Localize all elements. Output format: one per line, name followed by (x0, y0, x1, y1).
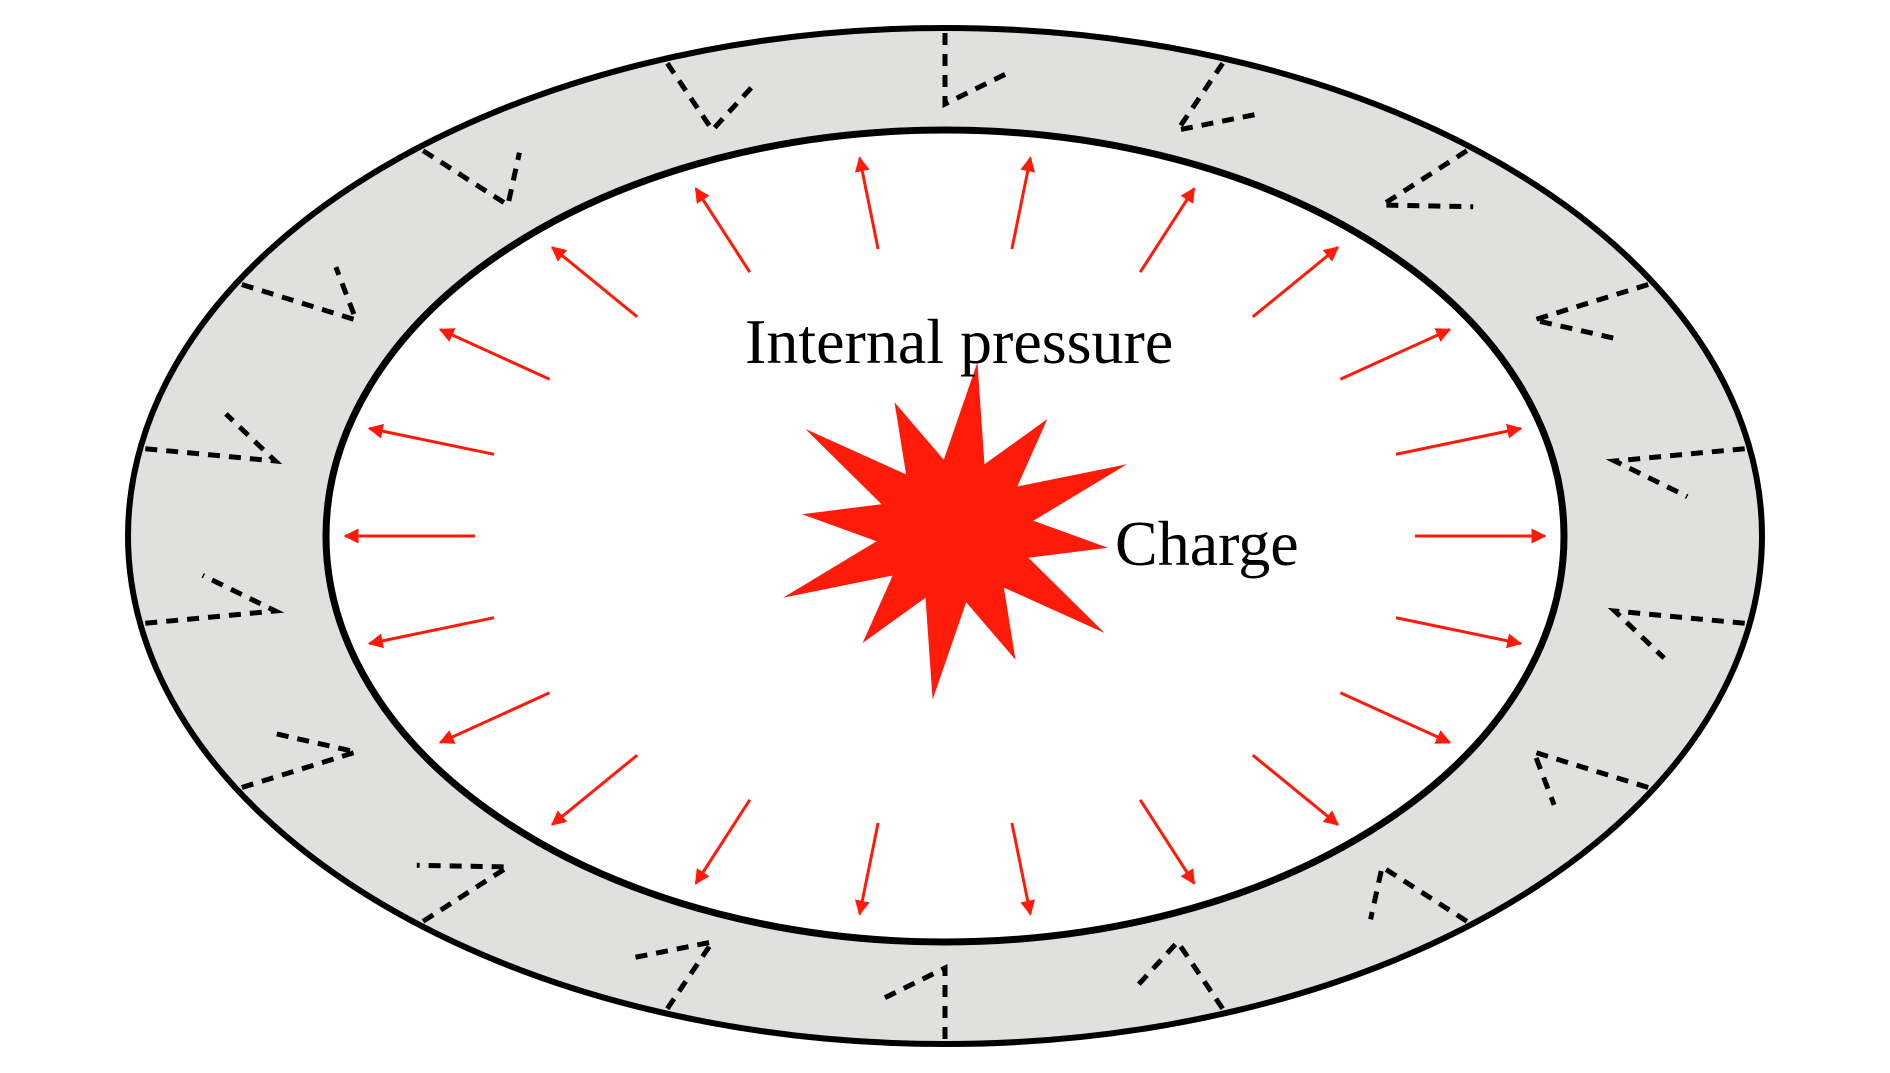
pressure-arrow (1251, 246, 1340, 318)
pressure-arrow (1395, 616, 1523, 649)
pressure-arrow (1138, 798, 1196, 885)
crack-line (665, 61, 756, 135)
pressure-arrow (1010, 822, 1036, 916)
crack-line (1368, 862, 1469, 924)
pressure-arrow (367, 616, 495, 649)
crack-line (145, 573, 285, 626)
crack-line (1605, 446, 1745, 499)
crack-line (145, 412, 283, 465)
pressure-arrow (367, 423, 495, 456)
crack-line (1134, 937, 1225, 1011)
internal-pressure-label: Internal pressure (745, 306, 1173, 377)
pressure-arrow (1138, 187, 1196, 274)
pressure-arrow (1251, 754, 1340, 826)
pressure-arrow (1339, 328, 1452, 381)
crack-line (1607, 607, 1745, 660)
pressure-arrow (694, 187, 752, 274)
pressure-arrow (550, 246, 639, 318)
crack-line (876, 963, 948, 1039)
crack-line (1172, 61, 1263, 134)
crack-line (942, 33, 1014, 109)
crack-line (241, 266, 361, 324)
charge-explosion-icon (783, 362, 1127, 700)
charge-label: Charge (1115, 508, 1299, 579)
crack-lines (145, 33, 1745, 1039)
crack-line (627, 938, 718, 1011)
pressure-arrow (854, 822, 880, 916)
pressure-arrow (694, 798, 752, 885)
pressure-arrow (1395, 423, 1523, 456)
crack-line (241, 729, 366, 790)
pressure-arrow (1339, 691, 1452, 744)
pressure-arrow (854, 156, 880, 250)
pressure-arrow (438, 328, 551, 381)
crack-line (1524, 282, 1649, 343)
pressure-arrow (1010, 156, 1036, 250)
crack-line (421, 148, 522, 210)
pressure-arrow (550, 754, 639, 826)
pressure-arrows (343, 156, 1547, 916)
crack-line (1529, 748, 1649, 806)
pressure-arrow (438, 691, 551, 744)
